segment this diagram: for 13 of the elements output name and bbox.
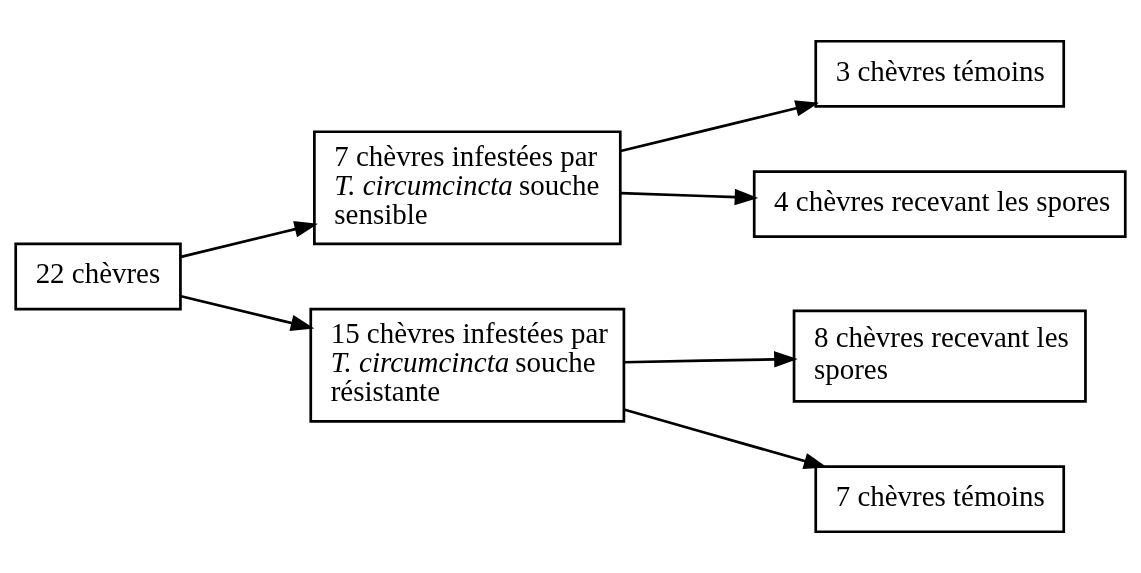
arrow — [620, 100, 820, 153]
node-box: 7 chèvres infestées par T. circumcincta souche sensible — [313, 130, 622, 246]
node-box: 7 chèvres témoins — [814, 465, 1066, 534]
node-box: 15 chèvres infestées par T. circumcincta souche résistante — [309, 307, 626, 423]
node-box: 22 chèvres — [14, 242, 182, 311]
arrow — [623, 408, 828, 470]
node-box: 8 chèvres recevant les spores — [792, 309, 1087, 403]
node-box: 4 chèvres recevant les spores — [752, 170, 1127, 239]
arrow — [180, 221, 318, 259]
arrow — [180, 294, 315, 331]
arrow — [623, 351, 798, 368]
arrow — [620, 188, 759, 206]
node-box: 3 chèvres témoins — [814, 39, 1066, 108]
